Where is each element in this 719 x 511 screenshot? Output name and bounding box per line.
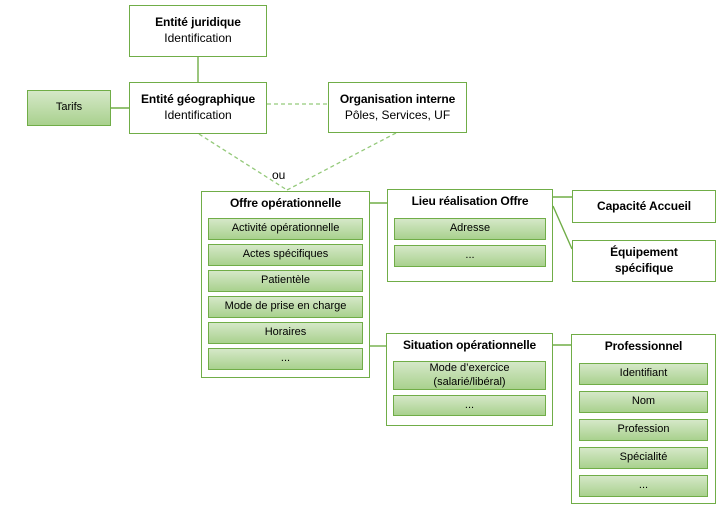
node-title: Organisation interne [339, 91, 456, 106]
attribute-chip: Activité opérationnelle [208, 218, 363, 240]
node-situation-operationnelle: Situation opérationnelle Mode d’exercice… [386, 333, 553, 426]
group-title: Lieu réalisation Offre [411, 194, 529, 208]
attribute-chip: Actes spécifiques [208, 244, 363, 266]
attribute-chip: Patientèle [208, 270, 363, 292]
attribute-chip: Spécialité [579, 447, 708, 469]
node-organisation-interne: Organisation interne Pôles, Services, UF [328, 82, 467, 133]
node-title: Équipement spécifique [610, 245, 678, 275]
node-title: Entité géographique [140, 92, 256, 107]
node-title: Capacité Accueil [597, 198, 691, 213]
attribute-chip: ... [393, 395, 546, 416]
node-entite-geographique: Entité géographique Identification [129, 82, 267, 134]
attribute-chip: ... [208, 348, 363, 370]
connector-lieu-equipement [552, 205, 573, 250]
group-title: Offre opérationnelle [229, 196, 342, 210]
group-title: Professionnel [604, 339, 683, 353]
node-lieu-realisation-offre: Lieu réalisation Offre Adresse ... [387, 189, 553, 282]
connector-geographique-offre-dashed [198, 133, 288, 191]
connector-organisation-offre-dashed [286, 132, 397, 191]
node-equipement-specifique: Équipement spécifique [572, 240, 716, 282]
group-title: Situation opérationnelle [402, 338, 537, 352]
attribute-chip: Mode de prise en charge [208, 296, 363, 318]
attribute-chip: ... [579, 475, 708, 497]
attribute-chip: Adresse [394, 218, 546, 240]
node-offre-operationnelle: Offre opérationnelle Activité opérationn… [201, 191, 370, 378]
node-subtitle: Identification [164, 108, 232, 122]
attribute-chip: ... [394, 245, 546, 267]
node-professionnel: Professionnel Identifiant Nom Profession… [571, 334, 716, 504]
attribute-chip: Horaires [208, 322, 363, 344]
attribute-chip: Nom [579, 391, 708, 413]
node-subtitle: Pôles, Services, UF [344, 107, 451, 122]
node-tarifs: Tarifs [27, 90, 111, 126]
attribute-chip: Profession [579, 419, 708, 441]
node-subtitle: Identification [164, 31, 232, 45]
node-label: Tarifs [55, 101, 83, 114]
node-entite-juridique: Entité juridique Identification [129, 5, 267, 57]
node-capacite-accueil: Capacité Accueil [572, 190, 716, 223]
ou-junction-label: ou [272, 168, 286, 182]
node-title: Entité juridique [155, 15, 241, 30]
attribute-chip: Identifiant [579, 363, 708, 385]
attribute-chip: Mode d’exercice (salarié/libéral) [393, 361, 546, 390]
